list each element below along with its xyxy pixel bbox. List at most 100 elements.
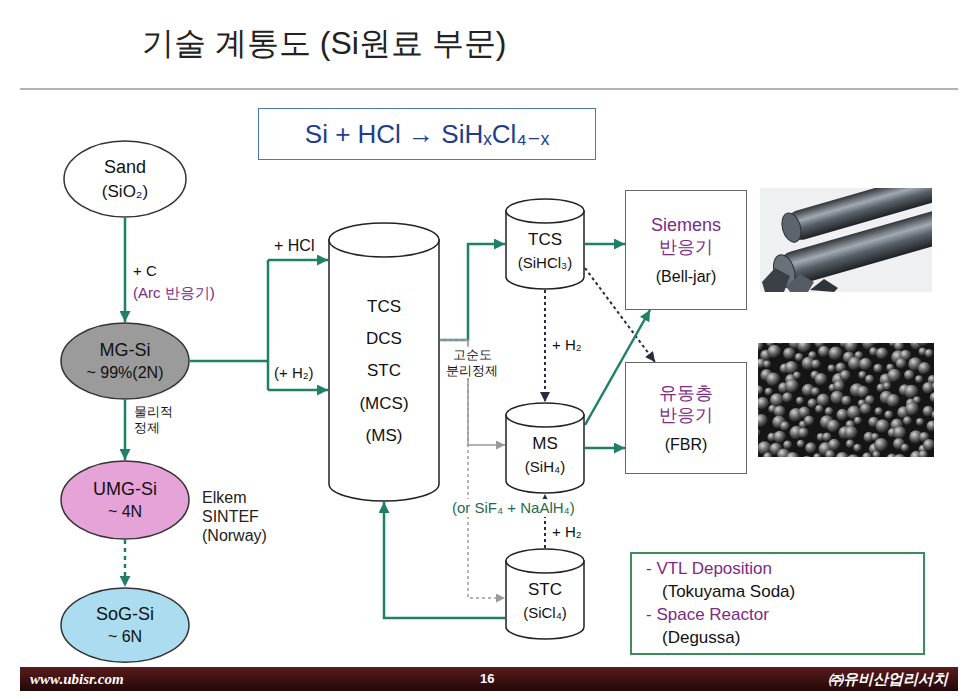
flow-arrow (125, 400, 126, 460)
footer-text: ㈜유비산업리서치 (800, 670, 948, 688)
granule (904, 370, 915, 381)
granule (786, 452, 800, 457)
granule (783, 440, 792, 449)
tank: MS (SiH₄) (505, 402, 585, 494)
granule (785, 379, 799, 393)
granule (901, 444, 910, 453)
flow-arrow (125, 218, 126, 322)
granule (884, 410, 893, 419)
granule (802, 456, 812, 457)
ellipse-shape (64, 141, 186, 217)
node-text: DCS (366, 328, 402, 349)
granules-photo (758, 343, 934, 457)
ellipse-shape (61, 461, 189, 539)
node-text: (MS) (366, 425, 403, 446)
granule (828, 439, 840, 451)
granule (930, 392, 934, 402)
granule (805, 442, 816, 453)
node-text: (FBR) (665, 435, 708, 455)
connector-line (440, 244, 505, 340)
granule (846, 440, 855, 449)
node-text: TCS (367, 296, 401, 317)
tank: TCS(SiHCl₃) (505, 198, 585, 290)
granule (873, 364, 882, 373)
granule (918, 362, 931, 375)
company-note: Elkem SINTEF (Norway) (202, 488, 294, 546)
granule (783, 347, 795, 359)
granule (894, 343, 904, 351)
granule (865, 375, 874, 384)
granule (932, 382, 934, 391)
flow-arrow (125, 540, 126, 587)
node-text: - Space Reactor (646, 604, 769, 625)
flow-arrow (440, 340, 505, 598)
granule (844, 426, 858, 440)
edge-label: + C (133, 262, 157, 280)
connector-line (440, 340, 505, 598)
granule (836, 452, 849, 457)
reactor-box: Siemens 반응기(Bell-jar) (625, 190, 747, 310)
granule (925, 349, 934, 358)
granule (919, 450, 928, 457)
granule (836, 409, 848, 421)
footer-bar (20, 667, 958, 691)
cylinder-top (506, 403, 584, 427)
silicon-chunk (786, 274, 814, 292)
reagent-label: (or SiF₄ + NaAlH₄) (452, 499, 575, 517)
granule (876, 419, 890, 433)
ellipse-outline (60, 460, 190, 540)
edge-label: 물리적 정제 (134, 404, 184, 435)
node-text: STC (528, 579, 562, 600)
granule (765, 388, 773, 396)
granule (931, 411, 934, 419)
node-text: ~ 4N (108, 502, 142, 522)
node-text: (Degussa) (662, 627, 740, 648)
connector-line (268, 259, 328, 262)
material-ellipse: MG-Si~ 99%(2N) (60, 322, 190, 400)
granule (841, 396, 851, 406)
granule (758, 414, 768, 428)
granule (776, 343, 785, 345)
granule (853, 444, 861, 452)
edge-label: + H₂ (552, 336, 582, 354)
granule (870, 343, 880, 345)
granule (763, 360, 771, 368)
granule (905, 402, 919, 416)
node-text: STC (367, 360, 401, 381)
granule-group (758, 343, 934, 457)
granule (847, 454, 860, 457)
source-ellipse: Sand(SiO₂) (63, 140, 187, 218)
granule (893, 454, 907, 457)
ellipse-outline (60, 322, 190, 400)
ellipse-shape (61, 323, 189, 399)
granule (763, 452, 773, 457)
granule (860, 403, 872, 415)
granule (767, 345, 781, 359)
node-text: (SiH₄) (525, 458, 565, 477)
node-text: MS (532, 433, 558, 454)
connector-line (124, 400, 127, 460)
granule (758, 343, 764, 352)
connector-line (267, 260, 270, 390)
flow-arrow (585, 448, 625, 449)
granule (887, 394, 900, 407)
process-note-box: - VTL Deposition(Tokuyama Soda)- Space R… (630, 552, 925, 655)
connector-line (544, 290, 546, 402)
edge-label: 고순도 분리정제 (443, 347, 501, 378)
granule (915, 375, 923, 383)
flow-arrow (384, 502, 505, 618)
node-text: MG-Si (100, 339, 151, 362)
granule (916, 418, 924, 426)
cylinder-top (506, 549, 584, 573)
connector-line (268, 389, 328, 392)
cylinder-top (506, 199, 584, 223)
granule (829, 347, 843, 361)
granule (815, 373, 828, 386)
node-text: ~ 6N (108, 627, 142, 647)
granule (824, 343, 832, 344)
node-text: Sand (104, 156, 146, 179)
photo-ground (758, 343, 934, 457)
process-note: (Arc 반응기) (133, 284, 215, 302)
granule (896, 358, 907, 369)
granule (798, 427, 809, 438)
